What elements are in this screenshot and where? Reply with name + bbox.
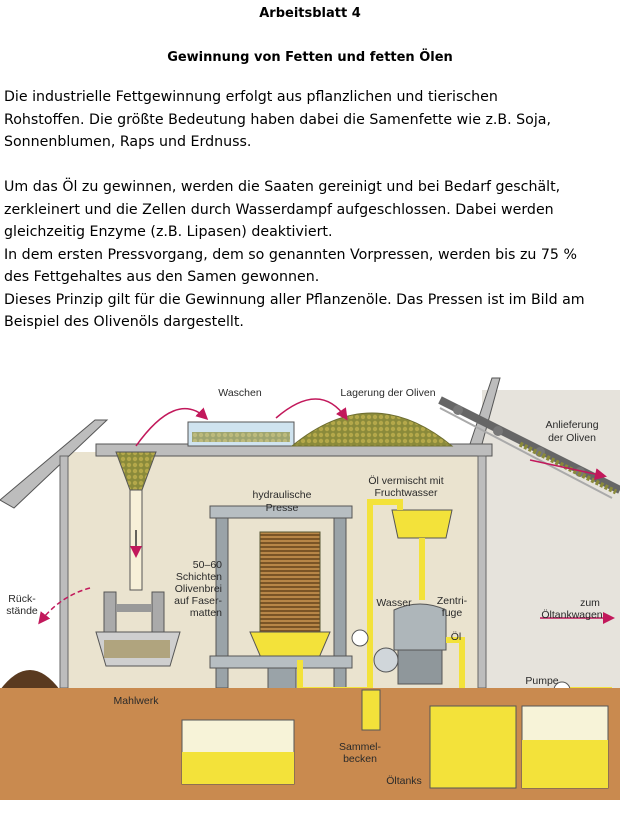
label-schichten-5: matten	[190, 607, 222, 619]
flow-arrows	[38, 398, 615, 625]
label-oel: Öl	[451, 631, 462, 643]
centrifuge-unit	[373, 509, 453, 685]
oil-tank-right	[521, 705, 609, 789]
washing-basin	[187, 421, 295, 447]
label-wasser: Wasser	[376, 597, 412, 609]
outside-left	[0, 490, 62, 688]
text-line: des Fettgehaltes aus den Samen gewonnen.	[4, 269, 320, 285]
label-mahlwerk: Mahlwerk	[114, 695, 160, 707]
collection-basin	[361, 689, 381, 731]
label-schichten-3: Olivenbrei	[175, 583, 222, 595]
text-line: In dem ersten Pressvorgang, dem so genan…	[4, 246, 577, 263]
worksheet-title: Arbeitsblatt 4	[259, 6, 361, 21]
label-zentri-2: fuge	[442, 607, 463, 619]
text-line: Sonnenblumen, Raps und Erdnuss.	[4, 134, 252, 150]
olive-oil-press-diagram: Waschen Lagerung der Oliven Anlieferung …	[0, 360, 620, 800]
text-line: Rohstoffen. Die größte Bedeutung haben d…	[4, 111, 551, 128]
intro-paragraph: Die industrielle Fettgewinnung erfolgt a…	[4, 86, 616, 154]
label-sammel-1: Sammel-	[339, 741, 382, 753]
label-schichten-2: Schichten	[176, 571, 222, 583]
process-paragraph: Um das Öl zu gewinnen, werden die Saaten…	[4, 176, 616, 334]
text-line: Beispiel des Olivenöls dargestellt.	[4, 314, 244, 330]
hopper	[115, 451, 157, 591]
text-line: Dieses Prinzip gilt für die Gewinnung al…	[4, 291, 585, 308]
label-schichten-4: auf Faser-	[174, 595, 222, 607]
label-rueck-2: stände	[6, 605, 38, 617]
outside-area	[482, 390, 620, 688]
label-oeltanks: Öltanks	[386, 775, 422, 787]
label-schichten-1: 50–60	[193, 559, 222, 571]
label-anlieferung-2: der Oliven	[548, 432, 596, 444]
text-line: gleichzeitig Enzyme (z.B. Lipasen) deakt…	[4, 224, 333, 240]
label-presse-2: Presse	[266, 502, 299, 514]
label-oeltankwagen-1: zum	[580, 597, 600, 609]
label-zentri-1: Zentri-	[437, 595, 468, 607]
text-line: Um das Öl zu gewinnen, werden die Saaten…	[4, 179, 561, 195]
label-anlieferung-1: Anlieferung	[545, 419, 598, 431]
label-oeltankwagen-2: Öltankwagen	[541, 609, 602, 621]
text-line: zerkleinert und die Zellen durch Wasserd…	[4, 201, 554, 218]
olive-storage-pile	[290, 412, 454, 447]
ground	[0, 688, 620, 800]
text-line: Die industrielle Fettgewinnung erfolgt a…	[4, 89, 498, 105]
label-presse-1: hydraulische	[253, 489, 312, 501]
label-pumpe: Pumpe	[525, 675, 558, 687]
oil-tank-middle	[429, 705, 517, 789]
mill	[95, 591, 181, 667]
delivery-conveyor	[438, 396, 620, 499]
label-lagerung: Lagerung der Oliven	[340, 387, 435, 399]
worksheet-subtitle: Gewinnung von Fetten und fetten Ölen	[167, 50, 453, 65]
oil-tank-left	[181, 719, 295, 785]
label-rueck-1: Rück-	[8, 593, 36, 605]
label-sammel-2: becken	[343, 753, 377, 765]
residue-pile	[0, 670, 60, 690]
valve	[351, 629, 369, 647]
label-oel-frucht-2: Fruchtwasser	[374, 487, 438, 499]
label-oel-frucht-1: Öl vermischt mit	[368, 475, 443, 487]
label-waschen: Waschen	[218, 387, 262, 399]
